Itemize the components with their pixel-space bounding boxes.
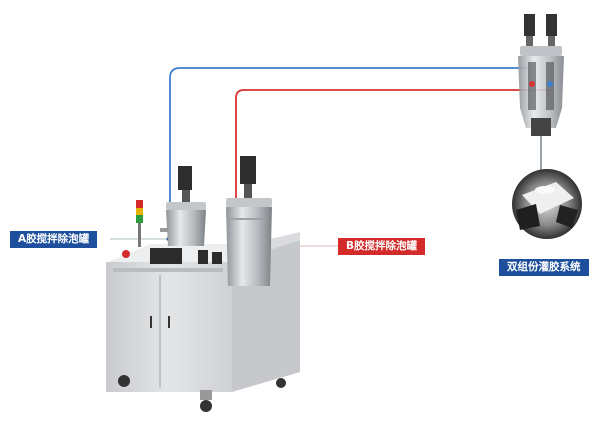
tank-a-label: A胶搅拌除泡罐 xyxy=(10,231,98,248)
cabinet xyxy=(106,232,300,412)
workpiece-photo xyxy=(512,169,582,239)
signal-tower-icon xyxy=(136,200,143,247)
blue-pipe xyxy=(169,67,531,245)
system-label: 双组份灌胶系统 xyxy=(499,259,589,276)
red-pipe xyxy=(235,89,549,230)
tank-b xyxy=(226,156,272,286)
dispensing-head xyxy=(518,14,564,175)
tank-b-label: B胶搅拌除泡罐 xyxy=(338,238,426,255)
emergency-stop-icon xyxy=(122,250,130,258)
tank-a xyxy=(160,166,206,246)
